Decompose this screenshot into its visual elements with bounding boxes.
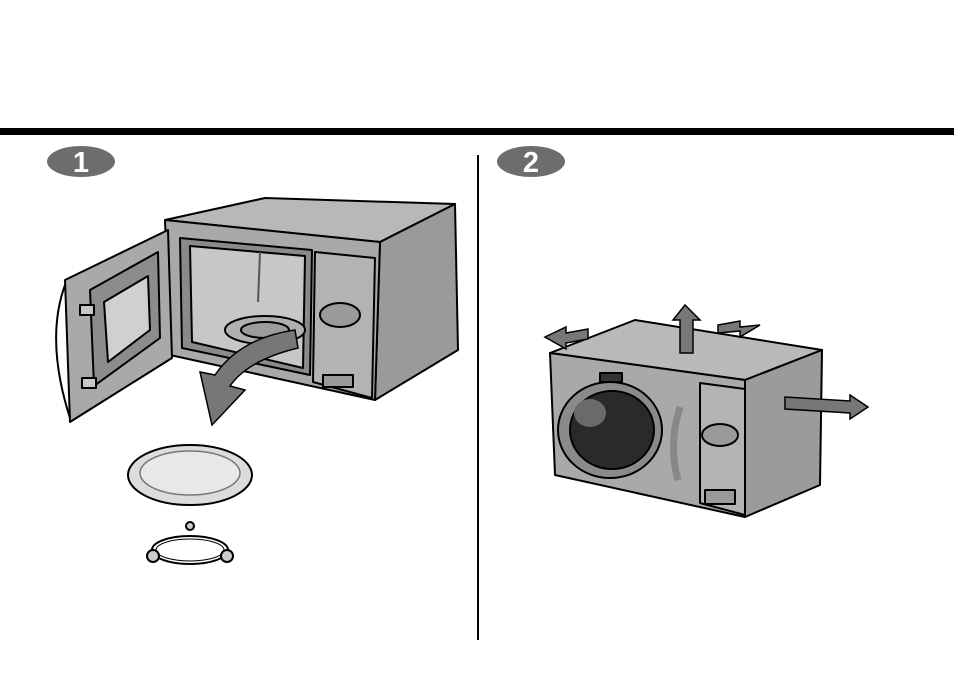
turntable-glass-tray-icon	[128, 445, 252, 505]
step-1-number: 1	[73, 147, 89, 178]
microwave-open-door-icon	[40, 190, 470, 580]
clearance-microwave-illustration	[540, 295, 880, 535]
step-2-badge: 2	[496, 145, 566, 178]
step-2-number: 2	[523, 147, 539, 178]
column-divider	[477, 155, 479, 640]
roller-ring-icon	[147, 522, 233, 564]
header-rule	[0, 128, 954, 135]
open-microwave-illustration	[40, 190, 470, 585]
microwave-closed-icon	[540, 295, 880, 530]
step-1-badge: 1	[46, 145, 116, 178]
